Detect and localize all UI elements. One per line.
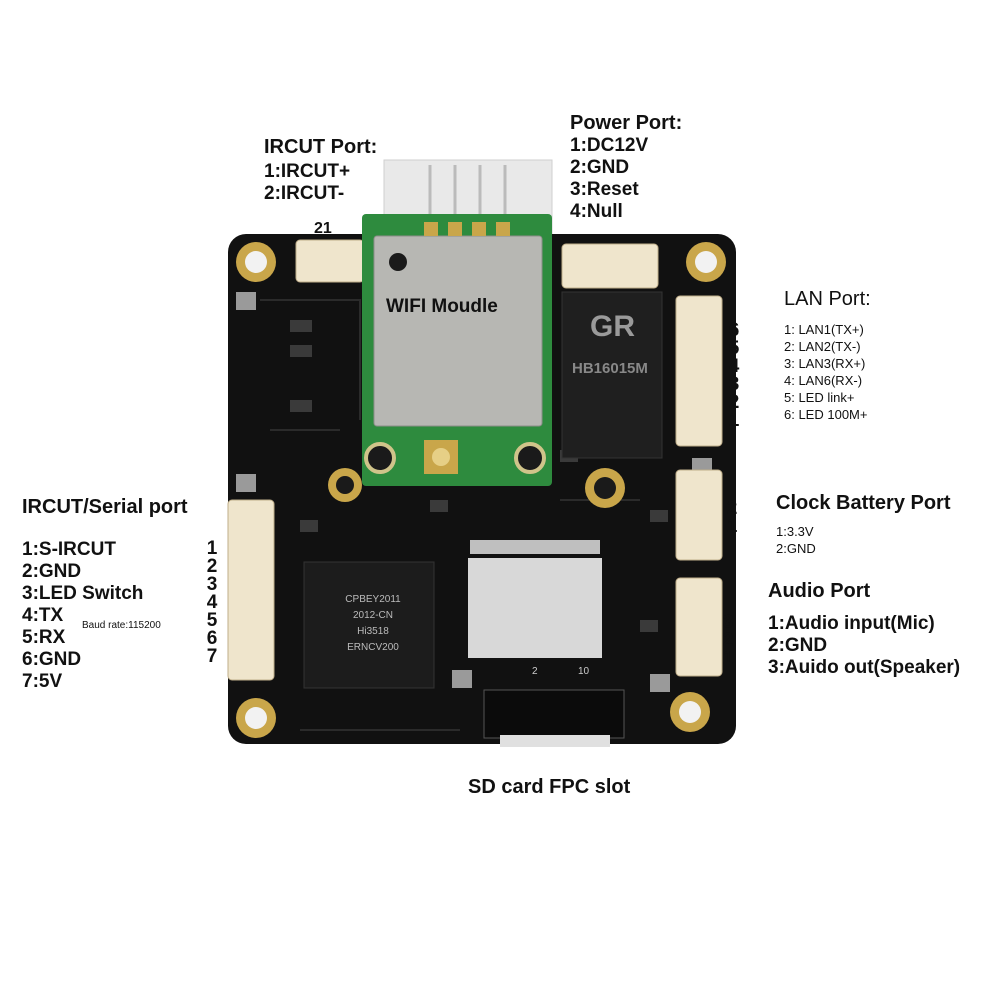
transformer-brand: GR	[590, 310, 635, 343]
clock-battery-pin-1: 1:3.3V	[776, 524, 814, 539]
lan-port-pin-4: 4: LAN6(RX-)	[784, 373, 863, 388]
lan-port-pin-6: 6: LED 100M+	[784, 407, 868, 422]
lan-header-num: 2	[728, 392, 740, 413]
power-port-pin-4: 4:Null	[570, 201, 623, 222]
serial-port-callout: IRCUT/Serial port 1:S-IRCUT 2:GND 3:LED …	[22, 496, 188, 693]
fpc-number-10: 10	[578, 666, 590, 677]
clock-battery-connector	[675, 469, 723, 561]
serial-header-num: 3	[206, 574, 218, 595]
rf-shield-area	[468, 558, 602, 658]
audio-port-callout: Audio Port 1:Audio input(Mic) 2:GND 3:Au…	[768, 580, 960, 679]
sd-fpc-slot-graphic	[483, 689, 625, 739]
soc-line-3: Hi3518	[357, 626, 389, 637]
audio-port-pin-1: 1:Audio input(Mic)	[768, 613, 935, 634]
lan-transformer	[561, 291, 663, 459]
lan-port-title: LAN Port:	[784, 288, 871, 310]
power-port-callout: Power Port: 1:DC12V 2:GND 3:Reset 4:Null	[570, 112, 682, 223]
lan-port-pin-2: 2: LAN2(TX-)	[784, 339, 861, 354]
audio-header-numbers: 3 2 1	[720, 612, 736, 669]
power-port-pin-3: 3:Reset	[570, 179, 639, 200]
serial-header-num: 6	[206, 628, 218, 649]
clock-battery-pin-2: 2:GND	[776, 541, 816, 556]
serial-port-title: IRCUT/Serial port	[22, 496, 188, 518]
ircut-port-pin-2: 2:IRCUT-	[264, 183, 345, 204]
audio-header-num: 2	[722, 630, 734, 651]
fpc-number-2: 2	[532, 666, 538, 677]
serial-header-numbers: 1 2 3 4 5 6 7	[204, 538, 220, 667]
clock-battery-header-num: 2	[726, 498, 738, 519]
audio-port-pin-2: 2:GND	[768, 635, 828, 656]
lan-connector	[675, 295, 723, 447]
lan-header-num: 6	[728, 320, 740, 341]
ircut-header-numbers: 21	[314, 220, 332, 237]
audio-port-title: Audio Port	[768, 580, 871, 602]
soc-chip-markings: CPBEY2011 2012-CN Hi3518 ERNCV200	[318, 592, 428, 656]
serial-header-num: 1	[206, 538, 218, 559]
soc-line-4: ERNCV200	[347, 642, 399, 653]
audio-header-num: 1	[722, 648, 734, 669]
serial-header-num: 7	[206, 646, 218, 667]
serial-port-pin-5: 5:RX	[22, 627, 66, 648]
serial-port-pin-6: 6:GND	[22, 649, 82, 670]
soc-chip	[303, 561, 435, 689]
serial-header-num: 5	[206, 610, 218, 631]
clock-battery-callout: Clock Battery Port 1:3.3V 2:GND	[776, 492, 951, 557]
clock-battery-header-num: 1	[726, 516, 738, 537]
serial-port-pin-7: 7:5V	[22, 671, 63, 692]
serial-port-pin-1: 1:S-IRCUT	[22, 539, 116, 560]
lan-header-num: 3	[728, 374, 740, 395]
lan-header-num: 1	[728, 410, 740, 431]
power-port-title: Power Port:	[570, 112, 683, 134]
audio-connector	[675, 577, 723, 677]
soc-line-2: 2012-CN	[352, 610, 394, 621]
power-port-pin-1: 1:DC12V	[570, 135, 649, 156]
serial-header-num: 4	[206, 592, 218, 613]
clock-battery-header-numbers: 2 1	[724, 498, 740, 537]
ircut-port-pin-1: 1:IRCUT+	[264, 161, 351, 182]
serial-header-num: 2	[206, 556, 218, 577]
lan-port-pin-1: 1: LAN1(TX+)	[784, 322, 864, 337]
serial-port-pin-3: 3:LED Switch	[22, 583, 144, 604]
power-port-pin-2: 2:GND	[570, 157, 630, 178]
ircut-port-callout: IRCUT Port: 1:IRCUT+ 2:IRCUT-	[264, 136, 377, 205]
serial-port-pin-4: 4:TX	[22, 605, 64, 626]
lan-port-callout: LAN Port: 1: LAN1(TX+) 2: LAN2(TX-) 3: L…	[784, 288, 871, 423]
power-connector	[561, 243, 659, 289]
lan-header-num: 4	[728, 356, 740, 377]
lan-port-pin-3: 3: LAN3(RX+)	[784, 356, 866, 371]
audio-header-num: 3	[722, 612, 734, 633]
soc-line-1: CPBEY2011	[345, 594, 401, 605]
ircut-port-title: IRCUT Port:	[264, 136, 378, 158]
ircut-connector	[295, 239, 365, 283]
lan-header-num: 5	[728, 338, 740, 359]
clock-battery-title: Clock Battery Port	[776, 492, 951, 514]
transformer-part: HB16015M	[572, 360, 648, 377]
lan-port-pin-5: 5: LED link+	[784, 390, 855, 405]
mounting-holes	[236, 242, 726, 738]
serial-baud-rate: Baud rate:115200	[82, 620, 161, 631]
wifi-module-label: WIFI Moudle	[386, 296, 498, 317]
lan-header-numbers: 6 5 4 3 2 1	[726, 320, 742, 431]
serial-port-pin-2: 2:GND	[22, 561, 82, 582]
serial-connector	[227, 499, 275, 681]
audio-port-pin-3: 3:Auido out(Speaker)	[768, 657, 961, 678]
sd-slot-label: SD card FPC slot	[468, 776, 631, 798]
